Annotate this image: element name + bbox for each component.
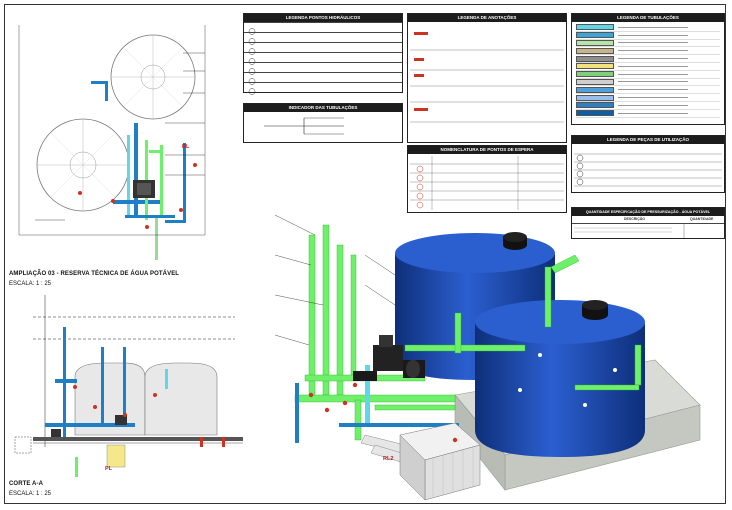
pipe-swatch-line	[618, 97, 688, 99]
pl-tag: PL	[105, 466, 113, 472]
pipe-swatch	[576, 102, 614, 109]
pipe-swatch-list	[572, 22, 724, 120]
pipe-swatch-row	[576, 78, 720, 87]
pipe-swatch-line	[618, 104, 688, 106]
pipe-swatch-line	[618, 65, 688, 67]
pipe-swatch-line	[618, 34, 688, 36]
pipe-swatch-line	[618, 112, 688, 114]
pressurization-header: QUANTIDADE ESPECIFICAÇÃO DE PRESSURIZAÇÃ…	[572, 208, 724, 216]
pipe-swatch	[576, 47, 614, 54]
pipe-swatch-line	[618, 26, 688, 28]
isometric-view	[274, 214, 701, 501]
blue-pipes	[295, 365, 459, 443]
pipe-swatch	[576, 32, 614, 39]
pump-set	[353, 335, 425, 381]
pipe-swatch-row	[576, 86, 720, 95]
pipe-swatch-row	[576, 63, 720, 71]
hydraulic-points-legend: LEGENDA PONTOS HIDRÁULICOS	[243, 13, 403, 95]
section-scale: ESCALA: 1 : 25	[9, 491, 52, 497]
pipe-swatch	[576, 55, 614, 62]
usage-pieces-legend: LEGENDA DE PEÇAS DE UTILIZAÇÃO	[571, 135, 725, 193]
pipe-swatch-row	[576, 71, 720, 79]
pressurization-qty-col: QUANTIDADE	[690, 217, 714, 221]
pipe-swatch	[576, 63, 614, 70]
pressurization-table: QUANTIDADE ESPECIFICAÇÃO DE PRESSURIZAÇÃ…	[571, 207, 725, 239]
pipe-swatch-line	[618, 42, 688, 44]
pipe-swatch-line	[618, 89, 688, 91]
elevation-scale: ESCALA: 1 : 25	[9, 281, 52, 287]
pipe-swatch-row	[576, 94, 720, 102]
pipe-swatch	[576, 71, 614, 78]
annotations-legend: LEGENDA DE ANOTAÇÕES	[407, 13, 567, 143]
pipes-legend: LEGENDA DE TUBULAÇÕES	[571, 13, 725, 125]
drawing-sheet: AMPLIAÇÃO 03 - RESERVA TÉCNICA DE ÁGUA P…	[4, 4, 726, 504]
pipe-swatch-row	[576, 32, 720, 40]
pipe-swatch	[576, 24, 614, 31]
nomenclature-table: NOMENCLATURA DE PONTOS DE ESPERA	[407, 145, 567, 213]
rl-iso-tag: RL2	[383, 456, 394, 462]
tank-top-upper	[110, 34, 196, 120]
elevation-leader-dots	[78, 163, 197, 229]
tank-back	[395, 232, 555, 380]
rl-tag: RL	[182, 144, 190, 150]
pipe-swatch-row	[576, 39, 720, 48]
tank-top-lower	[36, 118, 130, 212]
elevation-title: AMPLIAÇÃO 03 - RESERVA TÉCNICA DE ÁGUA P…	[9, 271, 180, 277]
iso-markers	[308, 382, 458, 443]
pipes-header: LEGENDA DE TUBULAÇÕES	[572, 14, 724, 22]
pressurization-desc-col: DESCRIÇÃO	[624, 217, 646, 221]
pipe-swatch-line	[618, 50, 688, 52]
pipe-swatch	[576, 86, 614, 93]
pipe-swatch	[576, 78, 614, 85]
usage-pieces-header: LEGENDA DE PEÇAS DE UTILIZAÇÃO	[572, 136, 724, 144]
section-pipes	[45, 327, 168, 477]
tank-front	[475, 300, 645, 457]
pipe-swatch-row	[576, 102, 720, 110]
section-title: CORTE A-A	[9, 481, 44, 487]
elevation-pipes	[91, 81, 186, 260]
section-view	[14, 295, 243, 477]
pipe-swatch-line	[618, 73, 688, 75]
pipe-swatch-row	[576, 55, 720, 63]
iso-leaders	[274, 214, 396, 346]
storage-box	[399, 422, 481, 501]
nomenclature-header: NOMENCLATURA DE PONTOS DE ESPERA	[408, 146, 566, 154]
section-markers	[73, 385, 157, 417]
pipe-swatch-line	[618, 81, 688, 83]
elevation-view	[18, 25, 206, 260]
section-tank-right	[144, 362, 218, 436]
pipe-swatch-row	[576, 110, 720, 118]
hydraulic-points-header: LEGENDA PONTOS HIDRÁULICOS	[244, 14, 402, 22]
pipe-swatch	[576, 39, 614, 46]
pipe-swatch-line	[618, 58, 688, 60]
pipe-indicator-header: INDICADOR DAS TUBULAÇÕES	[244, 104, 402, 112]
section-slab	[14, 436, 243, 454]
elevation-dimensions	[18, 25, 206, 236]
pipe-swatch	[576, 94, 614, 101]
pipe-swatch	[576, 110, 614, 117]
annotations-header: LEGENDA DE ANOTAÇÕES	[408, 14, 566, 22]
pipe-swatch-row	[576, 24, 720, 32]
pipe-swatch-row	[576, 47, 720, 56]
pipe-indicator-legend: INDICADOR DAS TUBULAÇÕES	[243, 103, 403, 143]
